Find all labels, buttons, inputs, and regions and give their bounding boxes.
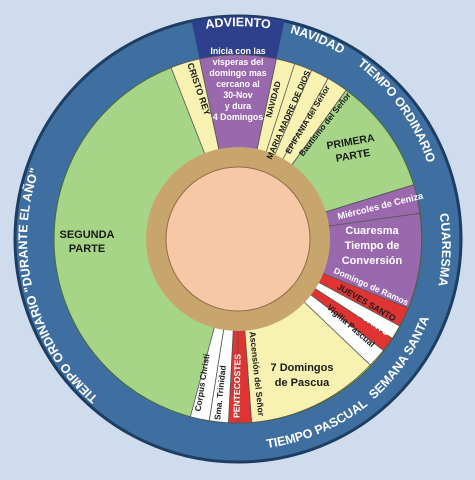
cuaresma-info-line: Tiempo de	[345, 240, 400, 252]
adviento-info-line: 4 Domingos	[213, 112, 263, 122]
adviento-band	[191, 16, 285, 59]
cuaresma-info-line: Cuaresma	[345, 225, 399, 237]
label-primera-parte: PARTE	[335, 147, 371, 165]
label-domingos-pascua: de Pascua	[275, 377, 330, 389]
label-segunda-parte: PARTE	[69, 243, 105, 255]
label-segunda-parte: SEGUNDA	[59, 229, 114, 241]
center-disc	[165, 166, 311, 312]
adviento-info-line: vísperas del	[213, 57, 264, 67]
season-adviento: ADVIENTO	[204, 15, 271, 31]
adviento-info-line: Inicia con las	[210, 46, 265, 56]
label-pentecostes: PENTECOSTES	[231, 354, 242, 418]
label-domingos-pascua: 7 Domingos	[271, 362, 334, 374]
adviento-info: Inicia con las vísperas del domingo mas …	[209, 46, 266, 122]
adviento-info-line: cercano al	[216, 79, 260, 89]
adviento-info-line: y dura	[225, 101, 252, 111]
adviento-info-line: 30-Nov	[223, 90, 252, 100]
cuaresma-info-line: Conversión	[342, 255, 403, 267]
adviento-info-line: domingo mas	[209, 68, 266, 78]
cuaresma-info: Cuaresma Tiempo de Conversión	[342, 225, 403, 267]
